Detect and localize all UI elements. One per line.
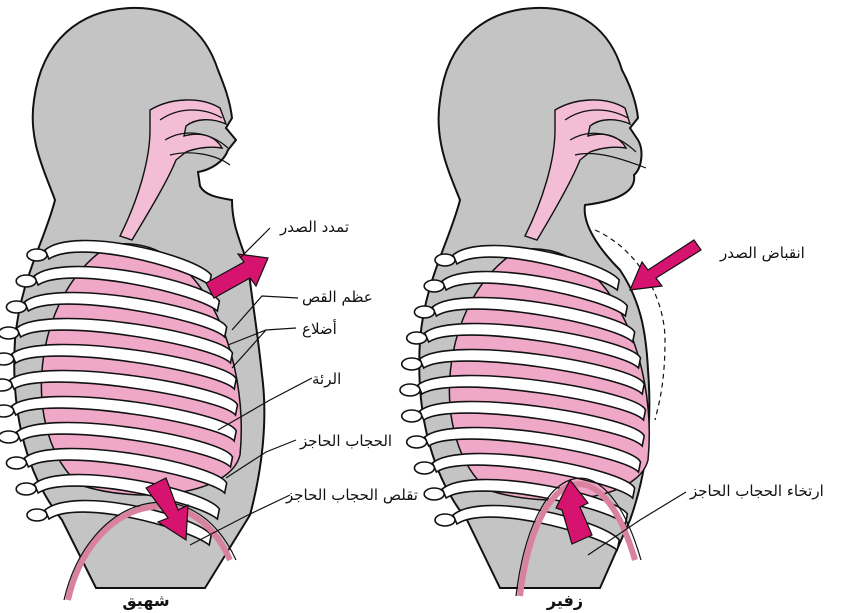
label-chest-contraction: انقباض الصدر	[719, 244, 805, 262]
label-chest-expansion: تمدد الصدر	[279, 218, 349, 236]
inhale-vertebra	[6, 301, 26, 313]
inhale-vertebra	[0, 379, 12, 391]
exhale-vertebra	[435, 254, 455, 266]
exhale-vertebra	[424, 488, 444, 500]
inhale-vertebra	[0, 353, 14, 365]
caption-inhale: شهيق	[122, 591, 169, 610]
exhale-chest-contract-arrow	[630, 240, 701, 290]
exhale-vertebra	[400, 384, 420, 396]
label-ribs: أضلاع	[302, 319, 337, 338]
label-sternum: عظم القص	[302, 288, 373, 306]
inhale-vertebra	[0, 431, 19, 443]
label-diaphragm-relaxation: ارتخاء الحجاب الحاجز	[689, 482, 824, 500]
exhale-vertebra	[414, 306, 434, 318]
inhale-vertebra	[27, 249, 47, 261]
exhale-panel	[400, 8, 701, 596]
inhale-vertebra	[16, 483, 36, 495]
inhale-vertebra	[6, 457, 26, 469]
inhale-vertebra	[27, 509, 47, 521]
exhale-vertebra	[407, 436, 427, 448]
exhale-vertebra	[402, 358, 422, 370]
exhale-vertebra	[414, 462, 434, 474]
exhale-vertebra	[402, 410, 422, 422]
exhale-vertebra	[407, 332, 427, 344]
inhale-vertebra	[0, 405, 14, 417]
label-diaphragm: الحجاب الحاجز	[299, 432, 392, 450]
exhale-vertebra	[435, 514, 455, 526]
inhale-vertebra	[16, 275, 36, 287]
inhale-panel	[0, 8, 268, 600]
caption-exhale: زفير	[546, 591, 583, 610]
inhale-vertebra	[0, 327, 19, 339]
exhale-vertebra	[424, 280, 444, 292]
label-lung: الرئة	[312, 370, 341, 388]
label-diaphragm-contraction: تقلص الحجاب الحاجز	[285, 486, 418, 504]
